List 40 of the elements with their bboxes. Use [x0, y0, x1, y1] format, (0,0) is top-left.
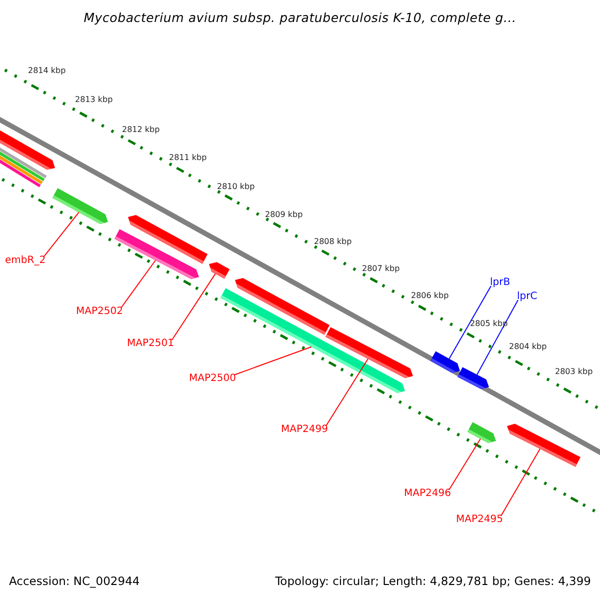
scale-label: 2803 kbp: [555, 368, 593, 377]
gene-block: [209, 262, 230, 279]
gene-label: MAP2501: [127, 338, 174, 349]
gene-label: MAP2495: [456, 514, 503, 525]
footer-text: Accession: NC_002944: [9, 575, 140, 588]
gene-label: MAP2502: [76, 306, 123, 317]
footer-text: Topology: circular; Length: 4,829,781 bp; Genes: 4,399: [275, 575, 591, 588]
gene-block: [52, 188, 108, 224]
gene-label: MAP2496: [404, 488, 451, 499]
title: Mycobacterium avium subsp. paratuberculosis K-10, complete g...: [82, 11, 518, 25]
gene-label: lprC: [517, 291, 538, 302]
leader-line: [448, 286, 492, 360]
leader-line: [43, 212, 80, 258]
leader-line: [233, 346, 312, 376]
scale-label: 2812 kbp: [122, 126, 160, 135]
gene-block: [325, 327, 413, 378]
scale-label: 2808 kbp: [314, 238, 352, 247]
gene-label: MAP2499: [281, 424, 328, 435]
leader-line: [476, 300, 518, 376]
gene-block: [128, 215, 208, 264]
gene-label: MAP2500: [189, 373, 236, 384]
scale-label: 2814 kbp: [28, 67, 66, 76]
leader-line: [500, 448, 541, 516]
gene-label: lprB: [490, 277, 510, 288]
scale-label: 2804 kbp: [509, 343, 547, 352]
gene-block: [467, 422, 496, 443]
gene-block: [235, 278, 330, 335]
scale-label: 2811 kbp: [169, 154, 207, 163]
gene-block: [507, 424, 580, 467]
scale-label: 2807 kbp: [362, 265, 400, 274]
scale-label: 2810 kbp: [217, 183, 255, 192]
leader-line: [120, 260, 156, 308]
leader-line: [171, 273, 216, 340]
leader-line: [448, 438, 481, 490]
gene-block: [430, 351, 460, 373]
gene-label: embR_2: [5, 255, 46, 266]
scale-label: 2813 kbp: [75, 96, 113, 105]
scale-label: 2809 kbp: [265, 211, 303, 220]
gene-block: [457, 367, 489, 390]
leader-line: [325, 358, 368, 426]
